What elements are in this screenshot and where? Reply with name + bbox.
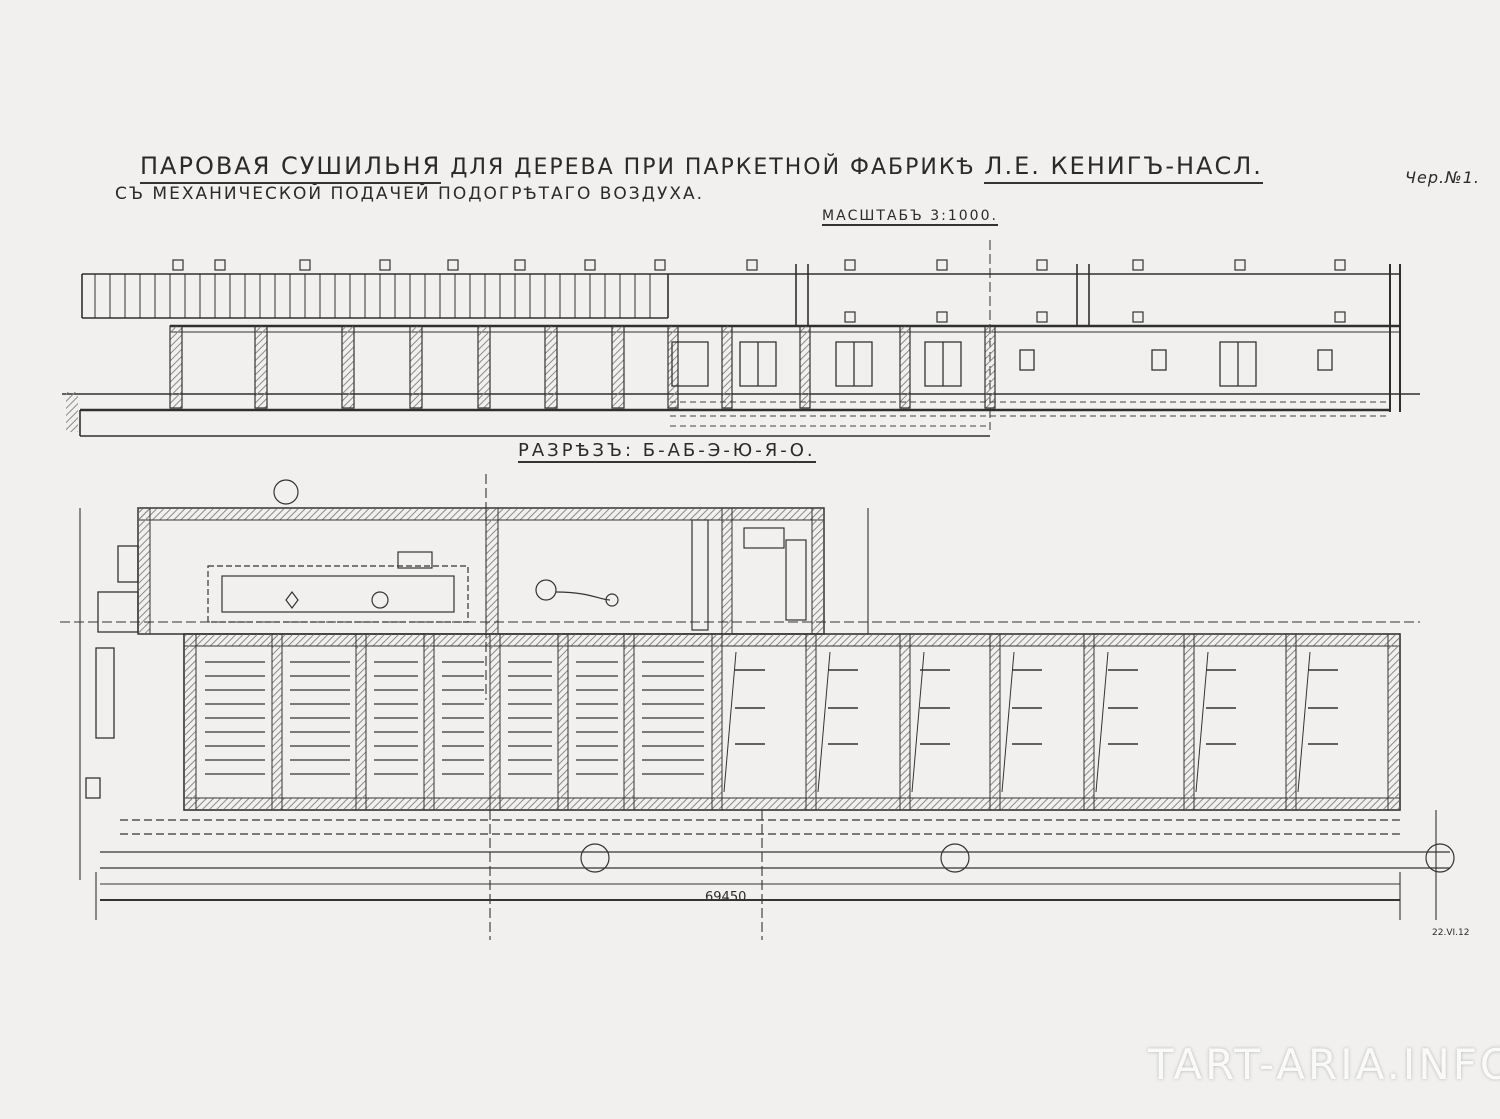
building-section (62, 240, 1420, 437)
section-walls (169, 325, 996, 409)
dimension-lines (60, 474, 1437, 940)
sheet-number: Чер.№1. (1405, 168, 1480, 187)
air-ducts (100, 819, 1455, 873)
watermark: TART-ARIA.INFO (1148, 1040, 1500, 1089)
scale-label: МАСШТАБЪ 3:1000. (822, 208, 998, 226)
boiler-room-equipment (207, 479, 807, 631)
roof-vents (172, 259, 1346, 323)
title-part-owner: Л.Е. КЕНИГЪ-НАСЛ. (984, 152, 1263, 184)
date-mark: 22.VI.12 (1432, 928, 1470, 938)
roof-trusses (94, 274, 651, 318)
title-part-middle: ДЛЯ ДЕРЕВА ПРИ ПАРКЕТНОЙ ФАБРИКѢ (450, 155, 976, 180)
section-ducts (670, 401, 1390, 427)
heating-coils (205, 661, 704, 775)
overall-dimension: 69450 (705, 890, 747, 905)
drawing-title-line2: СЪ МЕХАНИЧЕСКОЙ ПОДАЧЕЙ ПОДОГРѢТАГО ВОЗД… (115, 184, 705, 204)
coil-stubs (735, 669, 1338, 745)
floor-plan (60, 474, 1455, 940)
title-part-main: ПАРОВАЯ СУШИЛЬНЯ (140, 152, 442, 184)
section-doors (671, 341, 1333, 387)
drawing-title-line1: ПАРОВАЯ СУШИЛЬНЯ ДЛЯ ДЕРЕВА ПРИ ПАРКЕТНО… (140, 152, 1263, 184)
section-label: РАЗРѢЗЪ: Б-АБ-Э-Ю-Я-О. (518, 440, 816, 463)
